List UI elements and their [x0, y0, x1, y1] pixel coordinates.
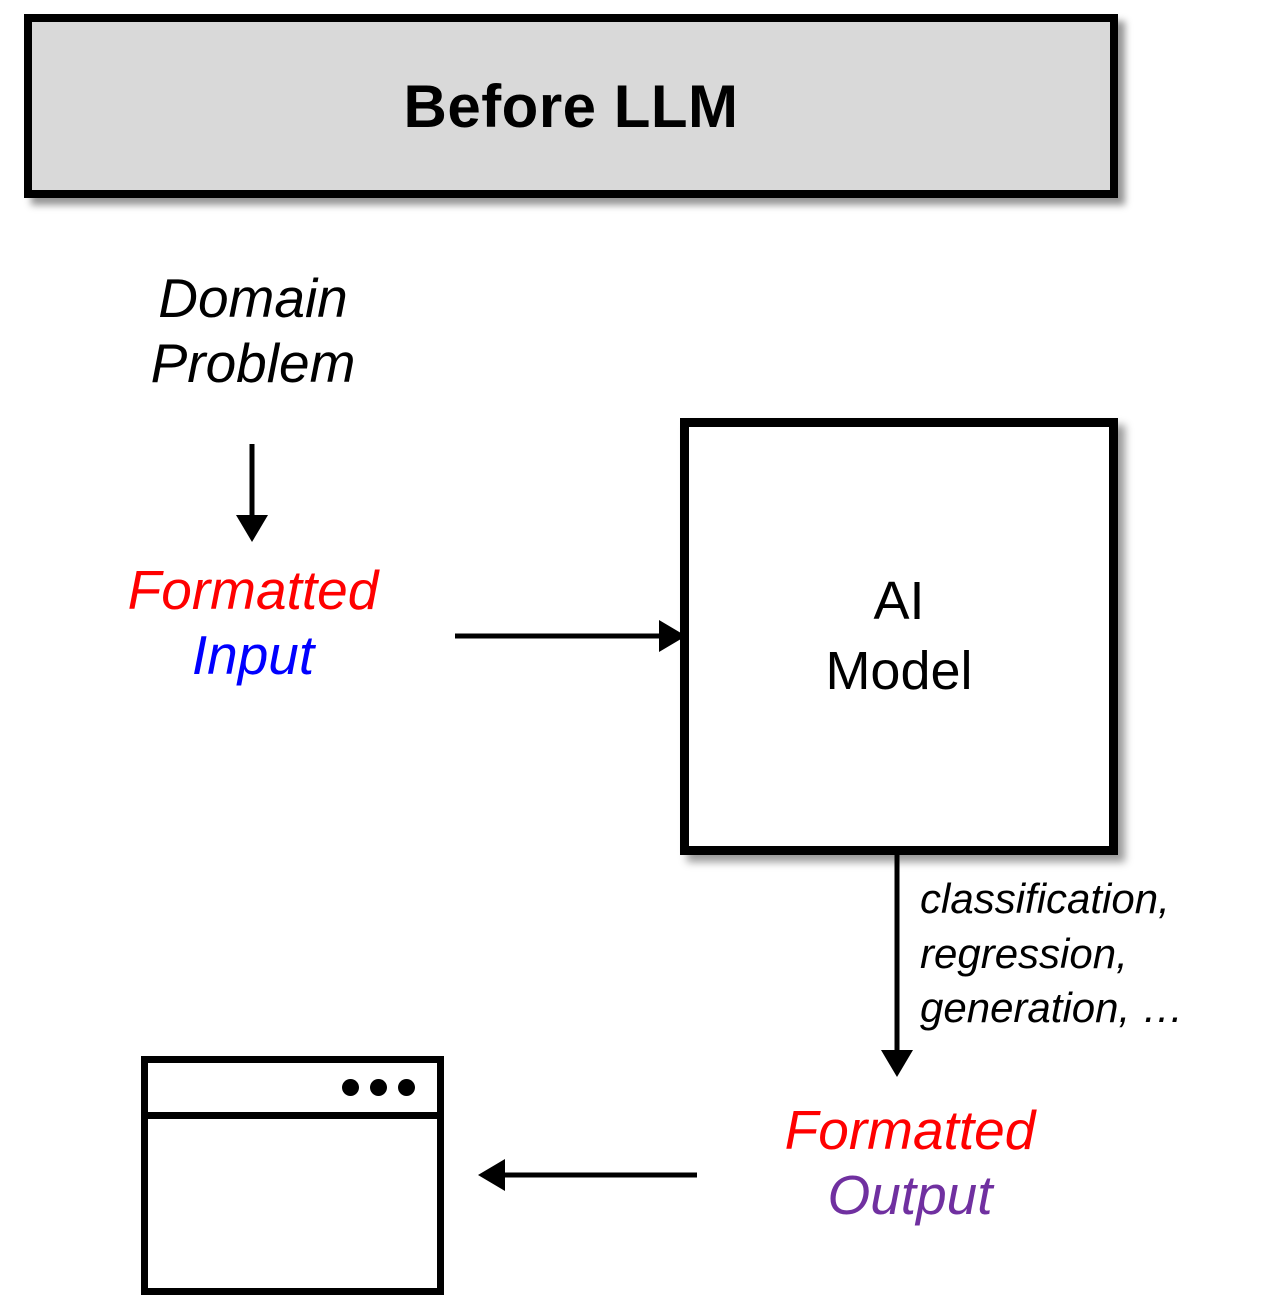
window-dot-icon: [370, 1079, 387, 1096]
header-banner: Before LLM: [24, 14, 1118, 198]
window-dot-icon: [342, 1079, 359, 1096]
formatted-output-line-1: Formatted: [784, 1099, 1036, 1161]
ai-model-node: AI Model: [680, 418, 1118, 855]
window-titlebar: [148, 1063, 437, 1119]
formatted-input-label: Formatted Input: [53, 558, 453, 688]
window-dot-icon: [398, 1079, 415, 1096]
arrow-shaft: [455, 633, 665, 639]
task-types-line-1: classification,: [920, 875, 1170, 922]
arrow-shaft: [894, 855, 900, 1053]
arrow-shaft: [499, 1172, 697, 1178]
domain-problem-line-1: Domain: [158, 267, 348, 329]
task-types-line-2: regression,: [920, 929, 1128, 977]
page-title: Before LLM: [403, 72, 739, 140]
task-types-line-3: generation, …: [920, 984, 1184, 1032]
arrow-ai-model-to-formatted-output: [881, 855, 913, 1077]
arrow-formatted-output-to-app-window: [478, 1159, 697, 1191]
arrow-head-down-icon: [236, 515, 268, 542]
formatted-input-line-1: Formatted: [127, 559, 379, 621]
formatted-output-label: Formatted Output: [700, 1098, 1120, 1228]
task-types-annotation: classification, regression, generation, …: [920, 872, 1250, 1036]
ai-model-line-1: AI: [873, 571, 925, 632]
arrow-head-down-icon: [881, 1050, 913, 1077]
formatted-input-line-2: Input: [191, 623, 315, 686]
arrow-formatted-input-to-ai-model: [455, 620, 686, 652]
ai-model-line-2: Model: [825, 640, 973, 701]
formatted-output-line-2: Output: [827, 1163, 993, 1226]
application-window-icon: [141, 1056, 444, 1295]
domain-problem-line-2: Problem: [150, 331, 356, 394]
domain-problem-label: Domain Problem: [93, 266, 413, 396]
window-content-area: [148, 1119, 437, 1288]
arrow-head-left-icon: [478, 1159, 505, 1191]
arrow-domain-problem-to-formatted-input: [236, 444, 268, 542]
arrow-shaft: [249, 444, 255, 518]
